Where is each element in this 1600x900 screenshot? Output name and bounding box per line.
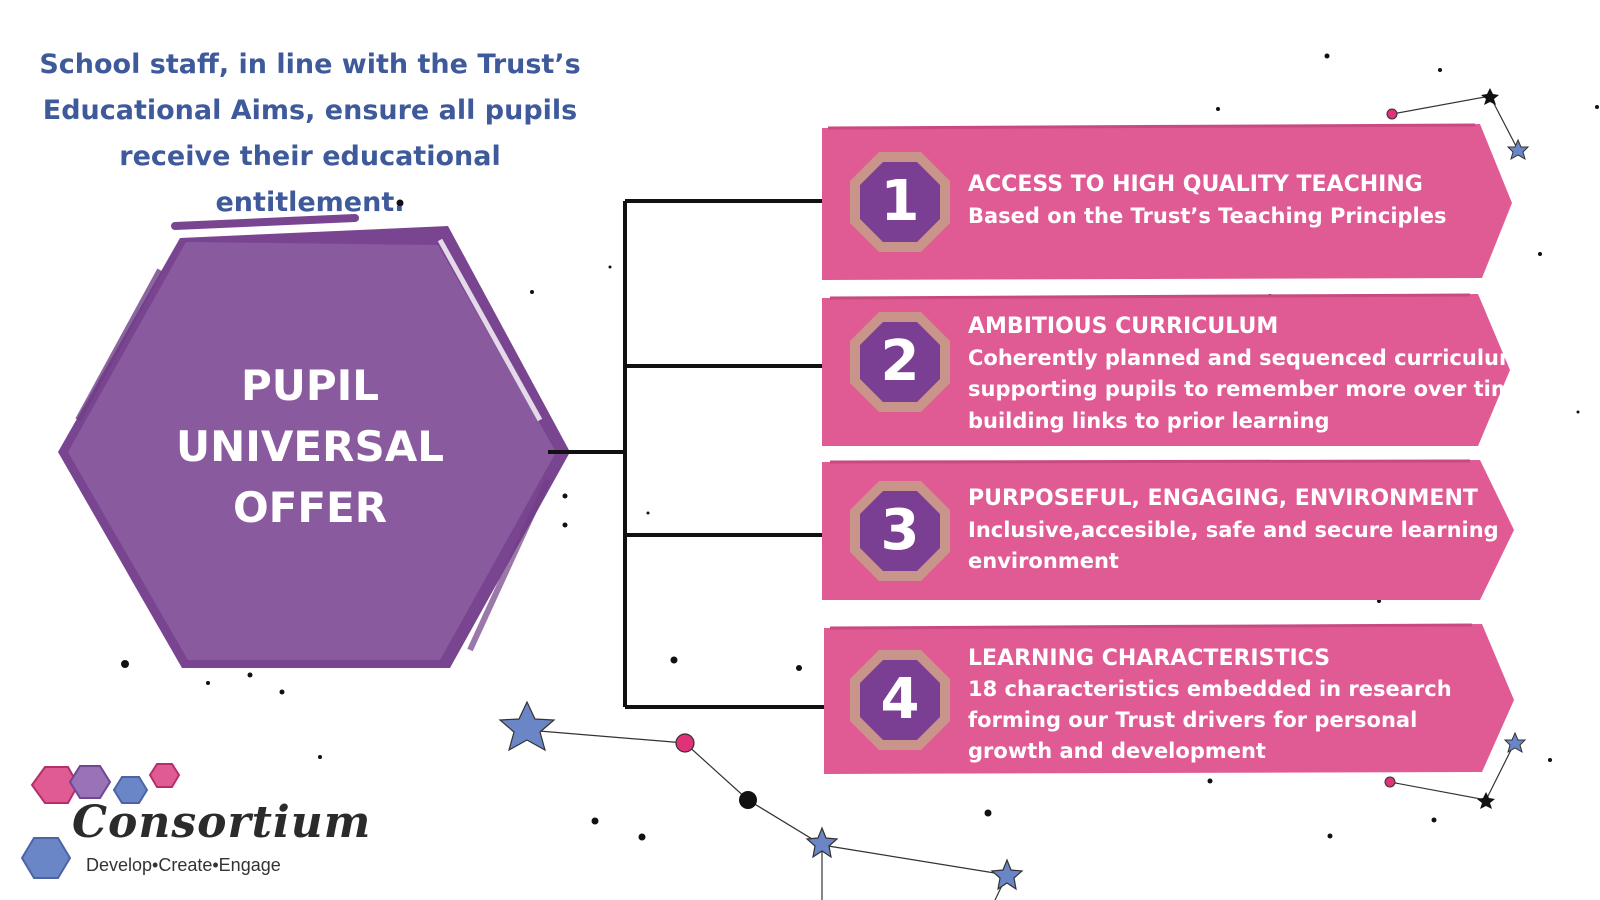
card-title: PURPOSEFUL, ENGAGING, ENVIRONMENT bbox=[968, 486, 1478, 511]
badge-number-4: 4 bbox=[880, 667, 920, 732]
card-desc-line: growth and development bbox=[968, 739, 1266, 763]
badge-1 bbox=[850, 152, 950, 252]
card-desc-line: supporting pupils to remember more over … bbox=[968, 377, 1535, 401]
card-desc-line: Based on the Trust’s Teaching Principles bbox=[968, 203, 1447, 228]
intro-line: School staff, in line with the Trust’s bbox=[39, 49, 581, 80]
badge-2 bbox=[850, 312, 950, 412]
star-icon bbox=[1477, 792, 1495, 809]
star-icon bbox=[805, 826, 839, 859]
card-text-4: LEARNING CHARACTERISTICS 18 characterist… bbox=[968, 643, 1452, 768]
constellation-bottom-center bbox=[498, 700, 1024, 900]
star-icon bbox=[1506, 138, 1530, 161]
card-desc-line: Coherently planned and sequenced curricu… bbox=[968, 345, 1529, 370]
card-description: Inclusive,accesible, safe and secure lea… bbox=[968, 515, 1499, 578]
card-title: AMBITIOUS CURRICULUM bbox=[968, 314, 1279, 339]
card-desc-line: building links to prior learning bbox=[968, 408, 1330, 433]
badge-number-3: 3 bbox=[880, 498, 920, 563]
badge-number-2: 2 bbox=[880, 329, 920, 394]
badge-4 bbox=[850, 650, 950, 750]
star-icon bbox=[1481, 88, 1499, 105]
card-desc-line: 18 characteristics embedded in research bbox=[968, 677, 1452, 701]
card-2 bbox=[822, 293, 1510, 446]
logo-tagline: Develop•Create•Engage bbox=[86, 855, 281, 875]
center-label-line: PUPIL bbox=[240, 361, 380, 410]
badge-number-1: 1 bbox=[880, 169, 920, 234]
center-label-line: OFFER bbox=[232, 483, 388, 532]
card-desc-line: forming our Trust drivers for personal bbox=[968, 708, 1418, 732]
connector-lines bbox=[548, 199, 850, 709]
logo-mark bbox=[20, 763, 181, 879]
intro-line: receive their educational entitlement. bbox=[119, 141, 501, 218]
star-icon bbox=[498, 700, 556, 752]
star-icon bbox=[990, 858, 1024, 891]
star-icon bbox=[1503, 731, 1527, 754]
constellation-bottom-right bbox=[1384, 731, 1527, 809]
card-description: Based on the Trust’s Teaching Principles bbox=[968, 201, 1447, 233]
card-text-2: AMBITIOUS CURRICULUM Coherently planned … bbox=[968, 311, 1535, 437]
card-4 bbox=[824, 623, 1514, 774]
card-title: ACCESS TO HIGH QUALITY TEACHING bbox=[968, 172, 1423, 197]
card-description: Coherently planned and sequenced curricu… bbox=[968, 343, 1535, 438]
card-text-1: ACCESS TO HIGH QUALITY TEACHING Based on… bbox=[968, 169, 1447, 232]
card-description: 18 characteristics embedded in research … bbox=[968, 674, 1452, 767]
center-hexagon bbox=[58, 214, 570, 668]
center-label: PUPIL UNIVERSAL OFFER bbox=[140, 355, 480, 538]
card-3 bbox=[822, 459, 1514, 600]
card-desc-line: environment bbox=[968, 549, 1119, 573]
intro-line: Educational Aims, ensure all pupils bbox=[42, 95, 578, 126]
center-label-line: UNIVERSAL bbox=[176, 422, 444, 471]
logo-wordmark: Consortium bbox=[72, 797, 372, 848]
card-1 bbox=[822, 123, 1512, 280]
intro-statement: School staff, in line with the Trust’s E… bbox=[30, 42, 590, 226]
card-desc-line: Inclusive,accesible, safe and secure lea… bbox=[968, 517, 1499, 542]
card-text-3: PURPOSEFUL, ENGAGING, ENVIRONMENT Inclus… bbox=[968, 483, 1499, 578]
constellation-top-right bbox=[1386, 88, 1530, 161]
card-title: LEARNING CHARACTERISTICS bbox=[968, 646, 1331, 671]
badge-3 bbox=[850, 481, 950, 581]
